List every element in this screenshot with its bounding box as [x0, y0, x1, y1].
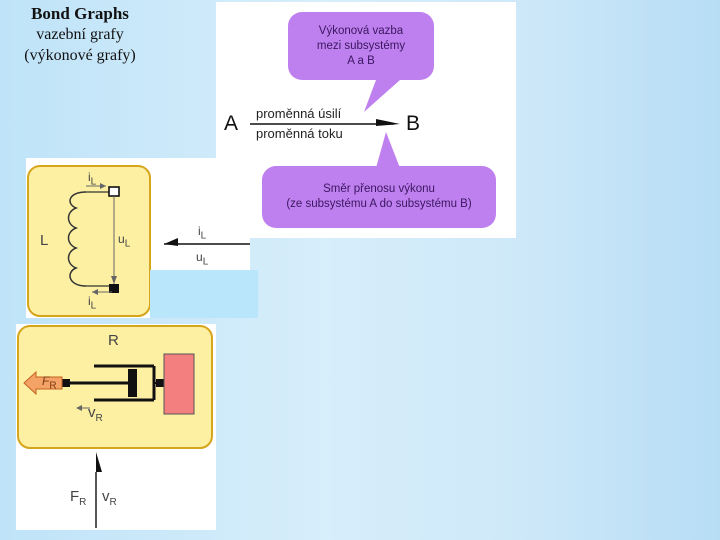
bubble-power-bond-line-2: mezi subsystémy: [316, 39, 406, 52]
bond-velocity-subscript: R: [109, 497, 117, 508]
bubble-bottom-tail: [376, 132, 400, 168]
bond-force-label: FR: [70, 488, 86, 508]
bubble-power-bond: Výkonová vazba mezi subsystémy A a B: [288, 12, 434, 80]
current-symbol: i: [88, 170, 91, 184]
bubble-direction-line-2: (ze subsystému A do subsystému B): [286, 198, 472, 210]
bond-half-arrow: [376, 119, 400, 126]
node-a-label: A: [224, 112, 239, 135]
inductor-element-label: L: [40, 232, 49, 249]
flow-label: proměnná toku: [256, 126, 343, 141]
bond-current-subscript: L: [200, 230, 207, 242]
inductor-graphics: [27, 165, 250, 317]
bond-voltage-subscript: L: [202, 256, 209, 268]
bubble-top-tail: [364, 80, 400, 112]
bubble-power-bond-line-3: A a B: [347, 54, 375, 67]
force-subscript: R: [49, 380, 57, 392]
title-sub-2: (výkonové grafy): [24, 47, 136, 64]
mass-connector: [156, 379, 164, 387]
bond-velocity-symbol: v: [102, 488, 110, 505]
resistor-graphics: [17, 325, 213, 528]
velocity-label: vR: [88, 404, 103, 424]
inductor-box: [27, 165, 151, 317]
bond-current-symbol: i: [198, 224, 201, 238]
mass-block: [163, 353, 195, 415]
effort-label: proměnná úsilí: [256, 106, 342, 121]
current-subscript: L: [90, 176, 97, 188]
velocity-arrowhead: [76, 405, 82, 411]
bubble-direction-line-1: Směr přenosu výkonu: [323, 183, 435, 195]
power-bond-panel: Výkonová vazba mezi subsystémy A a B pro…: [216, 2, 516, 238]
voltage-symbol: u: [118, 232, 125, 246]
coil: [67, 191, 87, 287]
bubble-power-bond-line-1: Výkonová vazba: [318, 24, 404, 37]
velocity-symbol: v: [88, 404, 96, 421]
bubble-power-direction: Směr přenosu výkonu (ze subsystému A do …: [262, 166, 496, 228]
current-symbol-bottom: i: [88, 294, 91, 308]
title-sub-1: vazební grafy: [36, 26, 124, 43]
piston: [128, 369, 137, 397]
voltage-label: uL: [118, 232, 130, 249]
terminal-top: [108, 186, 120, 197]
bond-force-symbol: F: [70, 488, 80, 505]
velocity-subscript: R: [95, 413, 103, 424]
title-block: Bond Graphs vazební grafy (výkonové graf…: [0, 4, 160, 66]
bond-voltage-label: uL: [196, 250, 208, 267]
bond-current-label: iL: [198, 224, 206, 241]
resistor-bond-arrow: [96, 452, 102, 472]
power-bond-graphics: [250, 80, 400, 168]
resistor-element-label: R: [108, 332, 119, 349]
voltage-arrowhead: [111, 276, 117, 284]
inductor-bond-arrow: [164, 238, 178, 246]
current-label-bottom: iL: [88, 294, 96, 311]
voltage-subscript: L: [124, 238, 131, 250]
bond-velocity-label: vR: [102, 488, 117, 508]
force-arrow: [23, 370, 63, 396]
current-arrowhead-bottom: [92, 289, 98, 295]
current-subscript-bottom: L: [90, 300, 97, 312]
bond-voltage-symbol: u: [196, 250, 203, 264]
terminal-bottom: [109, 284, 119, 293]
cyan-decoration: [150, 270, 258, 318]
bond-force-subscript: R: [79, 497, 87, 508]
current-label-top: iL: [88, 170, 96, 187]
resistor-panel: R FR vR FR vR: [16, 324, 216, 530]
rod-end: [62, 379, 70, 387]
force-symbol: F: [42, 374, 50, 388]
title-main: Bond Graphs: [31, 4, 129, 23]
force-label: FR: [42, 374, 57, 391]
current-arrowhead-top: [100, 183, 106, 189]
node-b-label: B: [406, 112, 421, 135]
